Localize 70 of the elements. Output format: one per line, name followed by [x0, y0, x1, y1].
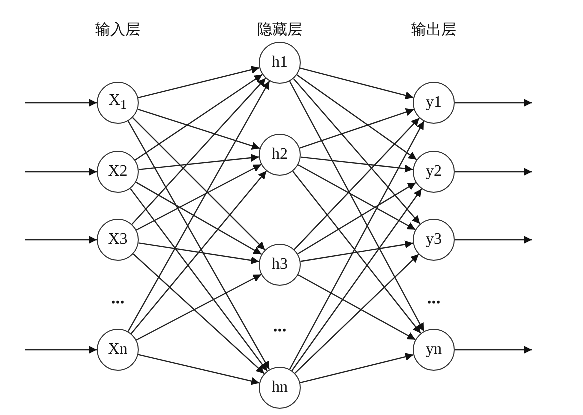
arrow	[298, 182, 416, 255]
arrow	[138, 66, 260, 99]
arrow	[138, 242, 260, 265]
node-label: h3	[272, 256, 288, 274]
arrow	[300, 156, 414, 173]
node-label: h1	[272, 54, 288, 72]
neuron-circle	[259, 42, 301, 84]
node-label: h2	[272, 146, 288, 164]
neuron-circle	[97, 329, 139, 371]
arrow	[292, 171, 422, 334]
node-label: X$_{1}$	[108, 92, 128, 114]
arrow	[292, 188, 422, 372]
arrow	[25, 346, 97, 354]
neuron-circle	[259, 134, 301, 176]
arrow	[294, 254, 420, 374]
neuron-circle	[413, 329, 455, 371]
arrow	[289, 121, 425, 370]
arrow	[300, 68, 414, 100]
layer-title: 输出层	[412, 20, 456, 40]
arrow	[138, 354, 260, 386]
arrow	[289, 81, 425, 332]
arrow	[293, 78, 421, 225]
ellipsis: ...	[427, 288, 441, 308]
neuron-circle	[413, 82, 455, 124]
neuron-circle	[97, 82, 139, 124]
node-label: y3	[426, 231, 442, 249]
arrow	[298, 164, 416, 230]
layer-title: 隐藏层	[258, 20, 302, 40]
arrow	[135, 74, 263, 161]
arrow	[25, 236, 97, 244]
arrow	[455, 168, 532, 176]
node-label: y2	[426, 163, 442, 181]
arrow	[128, 120, 270, 370]
neuron-circle	[259, 367, 301, 409]
arrow	[300, 353, 414, 384]
ellipsis: ...	[111, 288, 125, 308]
neuron-circle	[97, 219, 139, 261]
arrow	[455, 346, 532, 354]
arrow	[128, 81, 270, 332]
neuron-circle	[413, 151, 455, 193]
arrow	[130, 188, 268, 372]
node-label: yn	[426, 341, 442, 359]
arrow	[133, 254, 265, 374]
neuron-circle	[413, 219, 455, 261]
node-label: X2	[108, 163, 128, 181]
arrow	[455, 99, 532, 107]
ellipsis: ...	[273, 316, 287, 336]
node-label: Xn	[108, 341, 128, 359]
neuron-circle	[259, 244, 301, 286]
neuron-circle	[97, 151, 139, 193]
arrow	[130, 170, 268, 334]
arrow	[138, 154, 260, 170]
arrow	[300, 108, 414, 149]
arrow	[138, 108, 260, 150]
arrow	[136, 274, 262, 341]
arrow	[455, 236, 532, 244]
arrow	[25, 99, 97, 107]
layer-title: 输入层	[96, 20, 140, 40]
node-label: X3	[108, 231, 128, 249]
node-label: hn	[272, 379, 288, 397]
arrow	[136, 164, 262, 231]
arrow	[294, 118, 420, 250]
arrow	[136, 182, 262, 256]
arrow	[132, 78, 266, 225]
arrow	[25, 168, 97, 176]
arrow	[132, 117, 266, 251]
arrow	[298, 274, 416, 340]
arrow	[300, 240, 414, 262]
node-label: y1	[426, 94, 442, 112]
arrow	[296, 74, 418, 160]
